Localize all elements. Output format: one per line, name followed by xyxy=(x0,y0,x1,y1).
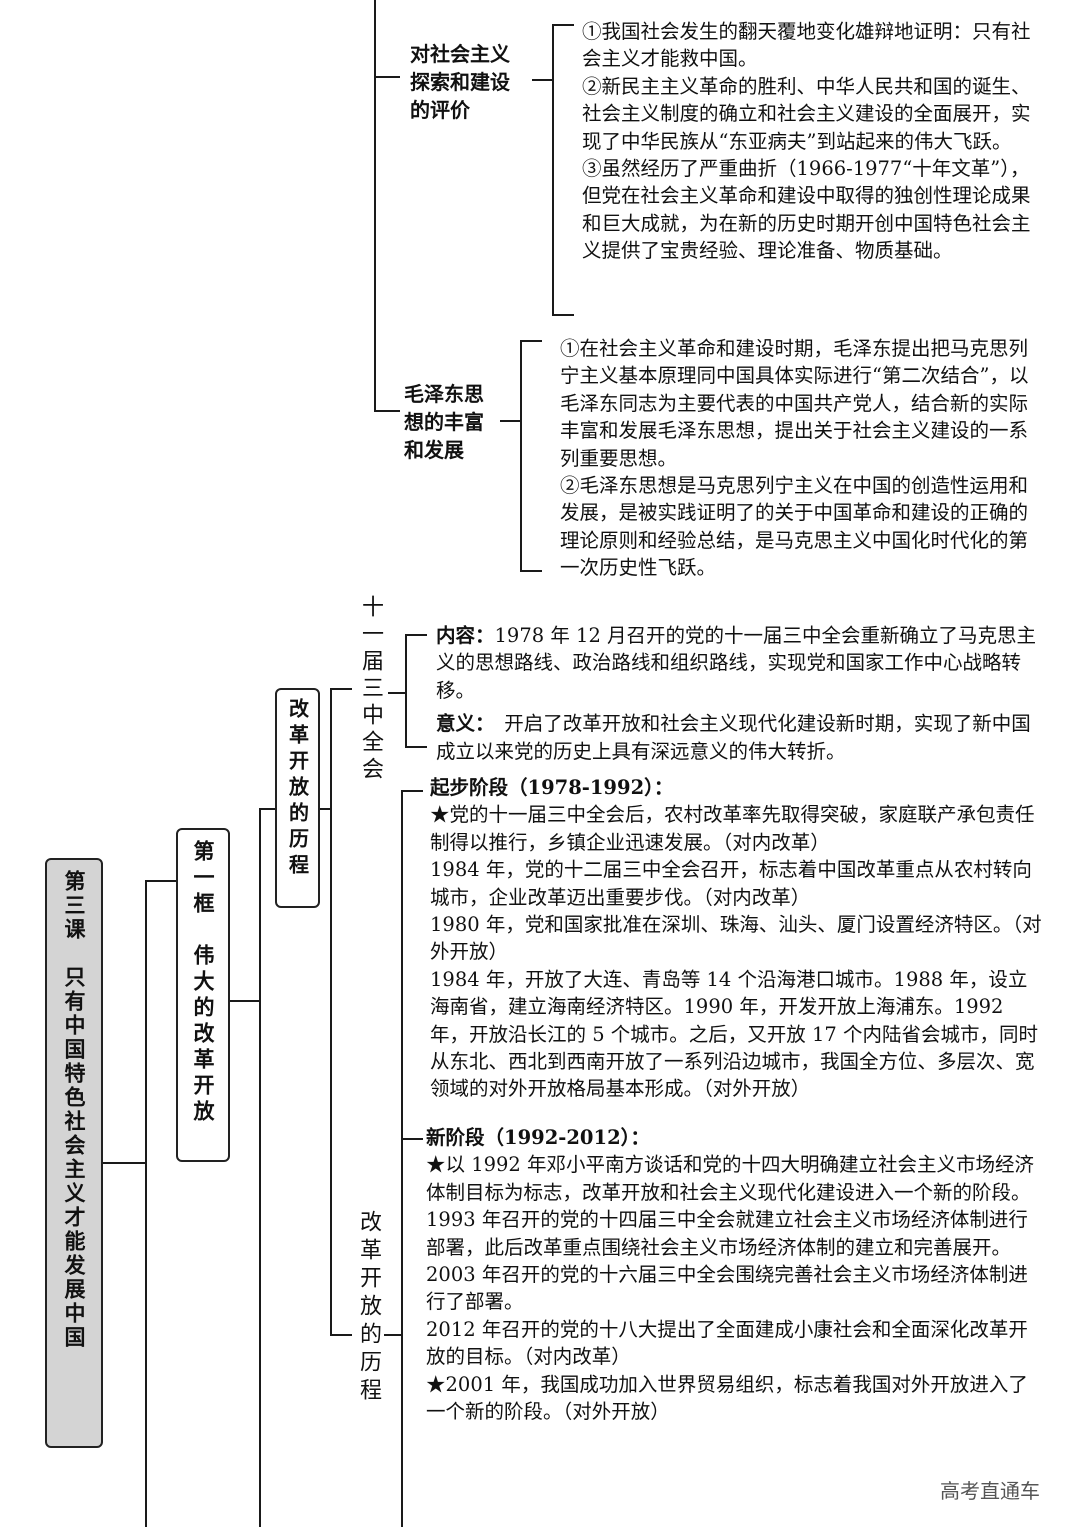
plenum-content: 内容：1978 年 12 月召开的党的十一届三中全会重新确立了马克思主义的思想路… xyxy=(436,624,1037,702)
process-label: 改革开放的历程 xyxy=(350,1210,386,1420)
stage1-item: ★党的十一届三中全会后，农村改革率先取得突破，家庭联产承包责任制得以推行，乡镇企… xyxy=(430,803,1035,854)
lesson-title: 第三课 只有中国特色社会主义才能发展中国 xyxy=(62,870,86,1350)
plenum-title: 十一届三中全会 xyxy=(358,595,383,784)
eval-heading: 对社会主义 探索和建设 的评价 xyxy=(410,42,510,122)
watermark: 高考直通车 xyxy=(940,1479,1040,1503)
stage2-item: 2003 年召开的党的十六届三中全会围绕完善社会主义市场经济体制进行了部署。 xyxy=(426,1263,1028,1314)
reform-connector xyxy=(319,808,331,810)
meaning-label: 意义： xyxy=(436,712,485,736)
mao-text: ①在社会主义革命和建设时期，毛泽东提出把马克思列宁主义基本原理同中国具体实际进行… xyxy=(560,335,1042,582)
stage1-heading: 起步阶段（1978-1992）： xyxy=(430,776,674,799)
stage1-item: 1984 年，开放了大连、青岛等 14 个沿海港口城市。1988 年，设立海南省… xyxy=(430,967,1039,1101)
eval-point-1: ①我国社会发生的翻天覆地变化雄辩地证明：只有社会主义才能救中国。 xyxy=(582,20,1031,71)
eval-text: ①我国社会发生的翻天覆地变化雄辩地证明：只有社会主义才能救中国。 ②新民主主义革… xyxy=(582,18,1042,265)
left-trunk xyxy=(145,880,147,1527)
eval-connector xyxy=(532,79,554,81)
branch-eval xyxy=(374,76,400,78)
frame-title-box: 第一框 伟大的改革开放 xyxy=(176,828,230,1162)
plenum-connector xyxy=(388,692,406,694)
reform-process-box: 改革开放的历程 xyxy=(275,688,320,908)
plenum-text: 内容：1978 年 12 月召开的党的十一届三中全会重新确立了马克思主义的思想路… xyxy=(436,622,1040,765)
branch-mao xyxy=(374,410,400,412)
eval-bracket xyxy=(552,24,554,316)
lesson-connector xyxy=(102,1162,146,1164)
mao-point-1: ①在社会主义革命和建设时期，毛泽东提出把马克思列宁主义基本原理同中国具体实际进行… xyxy=(560,337,1029,470)
stage2-item: 1993 年召开的党的十四届三中全会就建立社会主义市场经济体制进行部署，此后改革… xyxy=(426,1208,1028,1259)
stage2-item: 2012 年召开的党的十八大提出了全面建成小康社会和全面深化改革开放的目标。（对… xyxy=(426,1317,1028,1369)
stage1-text: 起步阶段（1978-1992）： ★党的十一届三中全会后，农村改革率先取得突破，… xyxy=(430,774,1042,1103)
process-connector xyxy=(384,1334,402,1336)
process-title: 改革开放的历程 xyxy=(356,1210,381,1406)
stage2-item: ★2001 年，我国成功加入世界贸易组织，标志着我国对外开放进入了一个新的阶段。… xyxy=(426,1372,1028,1424)
stage2-item: ★以 1992 年邓小平南方谈话和党的十四大明确建立社会主义市场经济体制目标为标… xyxy=(426,1153,1035,1204)
trunk-line-top xyxy=(374,0,376,412)
lesson-title-box: 第三课 只有中国特色社会主义才能发展中国 xyxy=(45,858,103,1448)
content-label: 内容： xyxy=(436,624,495,647)
mao-bracket xyxy=(520,340,522,572)
stage2-heading: 新阶段（1992-2012）： xyxy=(426,1126,650,1149)
stage2-text: 新阶段（1992-2012）： ★以 1992 年邓小平南方谈话和党的十四大明确… xyxy=(426,1124,1042,1425)
reform-process-title: 改革开放的历程 xyxy=(285,698,310,880)
frame-connector xyxy=(229,1000,260,1002)
mao-point-2: ②毛泽东思想是马克思列宁主义在中国的创造性运用和发展，是被实践证明了的关于中国革… xyxy=(560,474,1029,580)
reform-trunk xyxy=(330,688,332,1336)
stage1-item: 1984 年，党的十二届三中全会召开，标志着中国改革重点从农村转向城市，企业改革… xyxy=(430,858,1032,909)
process-bracket xyxy=(401,790,403,1527)
mao-connector xyxy=(500,420,522,422)
eval-point-3: ③虽然经历了严重曲折（1966-1977“十年文革”），但党在社会主义革命和建设… xyxy=(582,157,1031,263)
eval-point-2: ②新民主主义革命的胜利、中华人民共和国的诞生、社会主义制度的确立和社会主义建设的… xyxy=(582,74,1031,153)
plenum-bracket xyxy=(405,634,407,748)
frame-title: 第一框 伟大的改革开放 xyxy=(191,840,215,1126)
mid-trunk xyxy=(259,808,261,1527)
mao-heading: 毛泽东思 想的丰富 和发展 xyxy=(404,382,484,462)
plenum-label: 十一届三中全会 xyxy=(352,595,388,795)
stage1-item: 1980 年，党和国家批准在深圳、珠海、汕头、厦门设置经济特区。（对外开放） xyxy=(430,913,1042,964)
plenum-meaning: 意义： 开启了改革开放和社会主义现代化建设新时期，实现了新中国成立以来党的历史上… xyxy=(436,712,1031,763)
